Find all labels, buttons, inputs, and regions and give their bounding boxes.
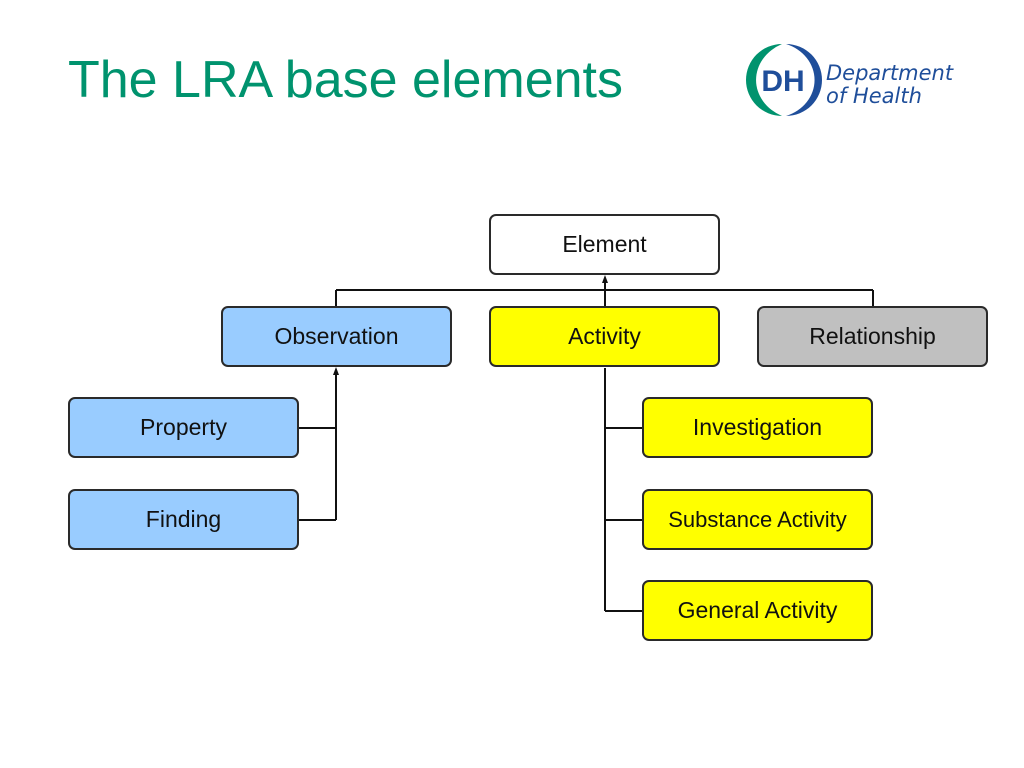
arrowhead-observation-icon [333, 367, 339, 375]
node-property: Property [68, 397, 299, 458]
page-title: The LRA base elements [68, 51, 623, 109]
logo-line-2: of Health [826, 84, 922, 108]
department-of-health-logo: DH Department of Health [738, 40, 988, 120]
node-substance-activity: Substance Activity [642, 489, 873, 550]
logo-line-1: Department [826, 61, 954, 85]
dh-logo-mark-icon: DH [746, 44, 822, 116]
node-observation: Observation [221, 306, 452, 367]
logo-initials: DH [761, 65, 804, 98]
node-finding: Finding [68, 489, 299, 550]
arrowhead-element-icon [602, 275, 608, 283]
node-investigation: Investigation [642, 397, 873, 458]
node-activity: Activity [489, 306, 720, 367]
node-element: Element [489, 214, 720, 275]
node-general-activity: General Activity [642, 580, 873, 641]
logo-wordmark: Department of Health [826, 62, 953, 108]
node-relationship: Relationship [757, 306, 988, 367]
